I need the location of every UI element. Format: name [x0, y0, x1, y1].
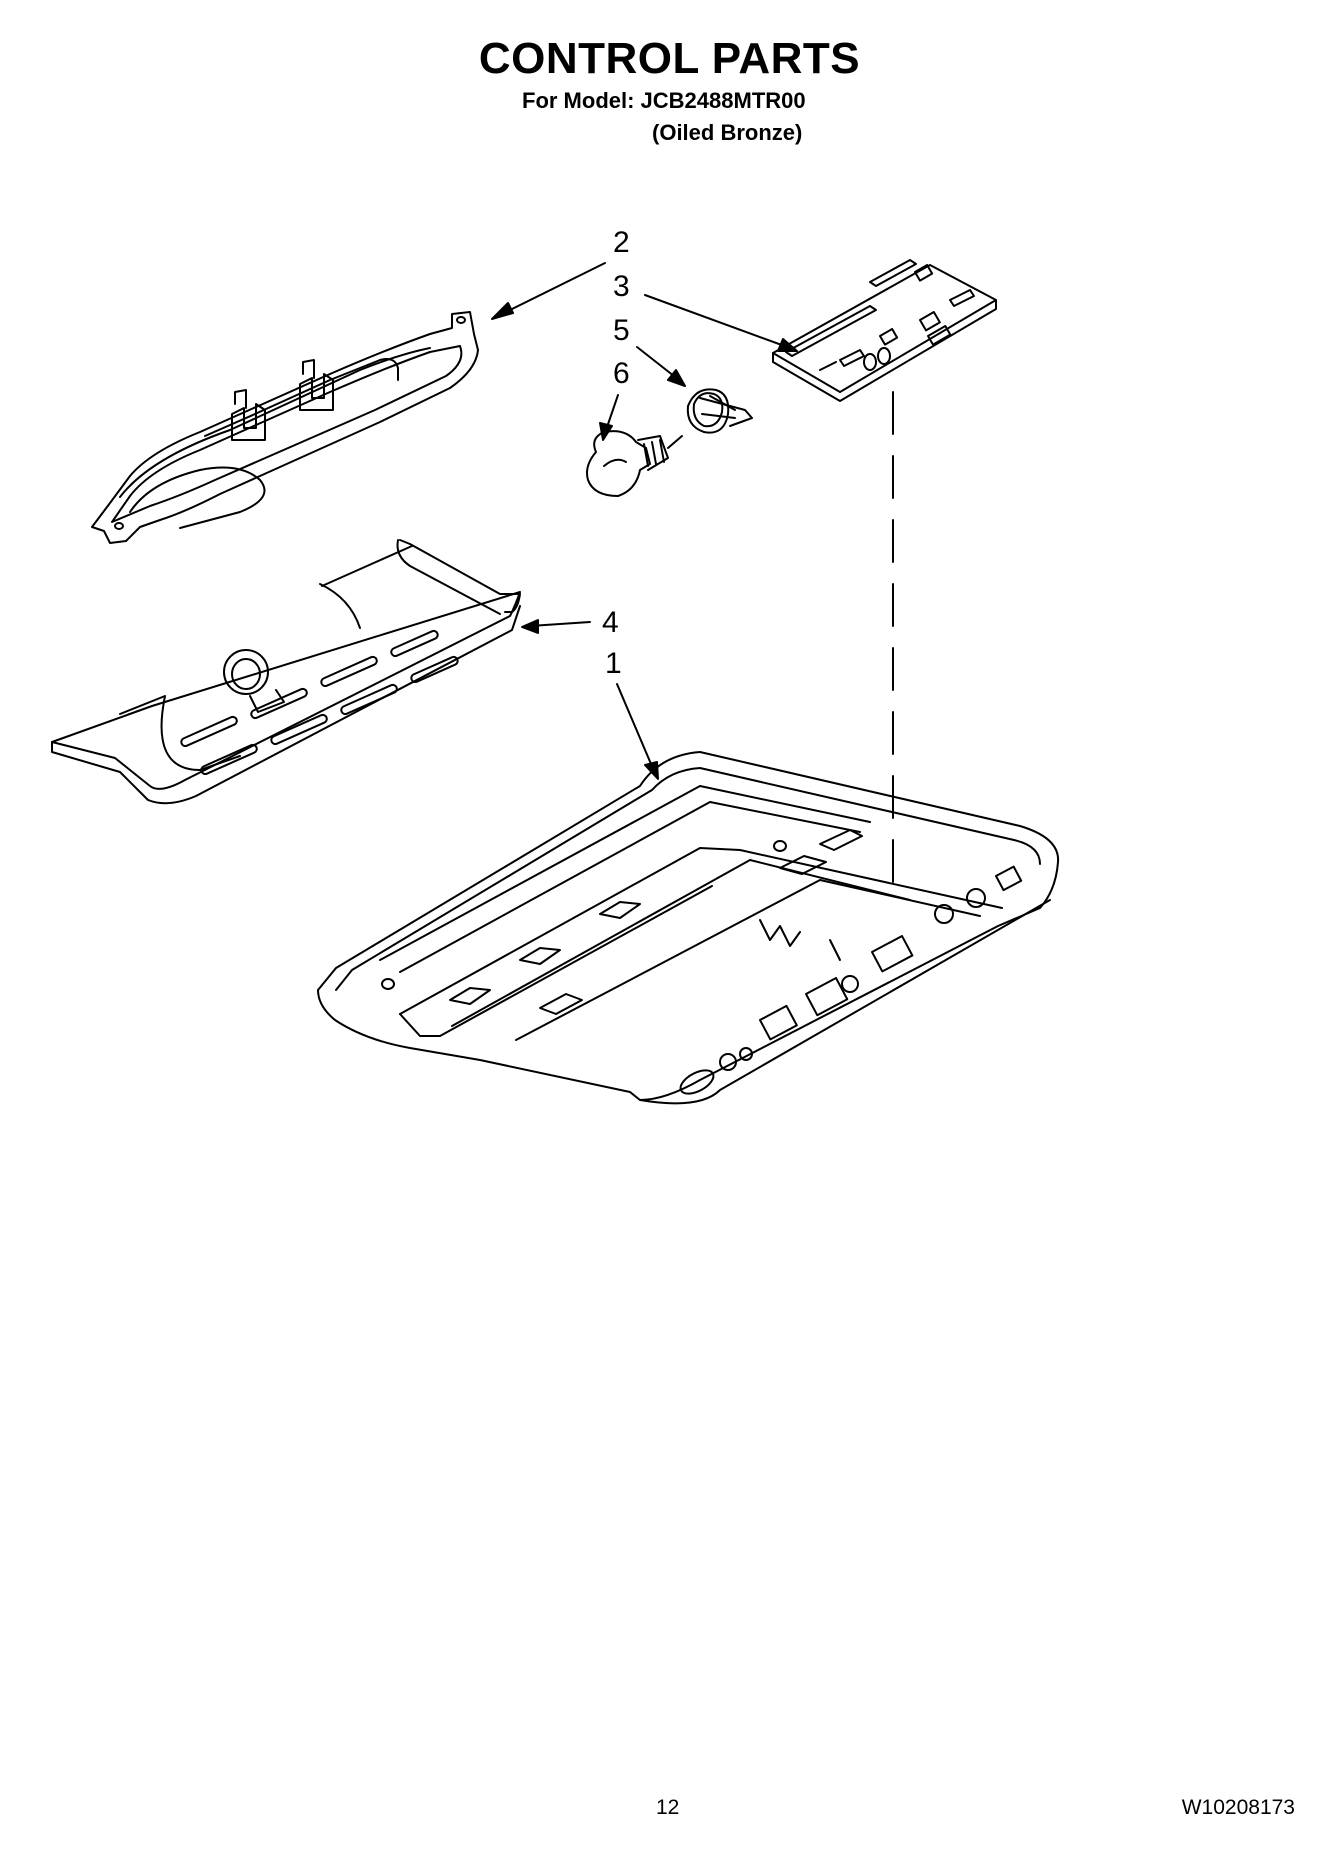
socket	[686, 388, 753, 434]
model-number: For Model: JCB2488MTR00	[522, 88, 806, 113]
bulb	[586, 430, 683, 497]
light-cover	[51, 539, 521, 805]
callout-6: 6	[613, 357, 630, 390]
callout-5: 5	[613, 314, 630, 347]
leader-arrow-5	[636, 346, 686, 387]
control-board	[772, 259, 997, 402]
leader-arrow-3	[644, 294, 798, 352]
page-number: 12	[656, 1796, 680, 1819]
light-housing	[91, 311, 479, 544]
page-title: CONTROL PARTS	[478, 34, 861, 83]
callout-1: 1	[605, 647, 622, 680]
callout-3: 3	[613, 270, 630, 303]
callout-2: 2	[613, 226, 630, 259]
document-number: W10208173	[1181, 1796, 1295, 1819]
leader-arrow-2	[491, 262, 606, 320]
control-panel	[317, 751, 1060, 1105]
leader-arrow-1	[616, 683, 659, 780]
leader-arrow-4	[521, 619, 591, 634]
model-finish: (Oiled Bronze)	[652, 120, 803, 145]
callout-4: 4	[602, 606, 619, 639]
